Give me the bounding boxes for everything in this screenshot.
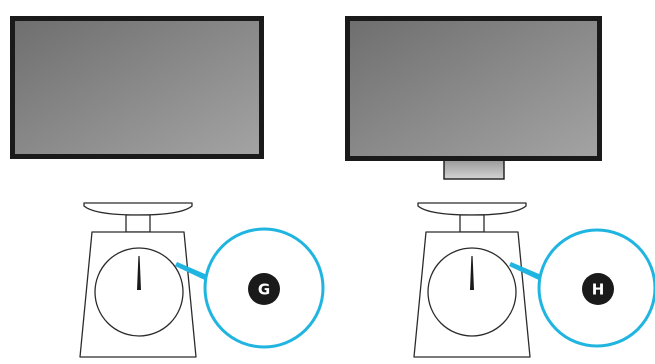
scale-platform <box>418 203 526 215</box>
scale-neck <box>460 215 484 232</box>
scale-left <box>80 203 196 357</box>
panel-right: H <box>345 16 655 357</box>
panel-left: G <box>10 16 323 357</box>
callout-label: H <box>592 281 605 299</box>
monitor-screen <box>15 21 259 154</box>
callout-label: G <box>258 281 270 299</box>
callout-left: G <box>175 229 323 347</box>
monitor-left <box>10 16 264 159</box>
monitor-stand-base <box>444 160 504 179</box>
callout-right: H <box>509 230 655 346</box>
scale-neck <box>126 215 150 232</box>
scale-right <box>414 203 530 357</box>
monitor-screen <box>350 21 597 156</box>
scale-platform <box>84 203 192 215</box>
monitor-right <box>345 16 602 179</box>
